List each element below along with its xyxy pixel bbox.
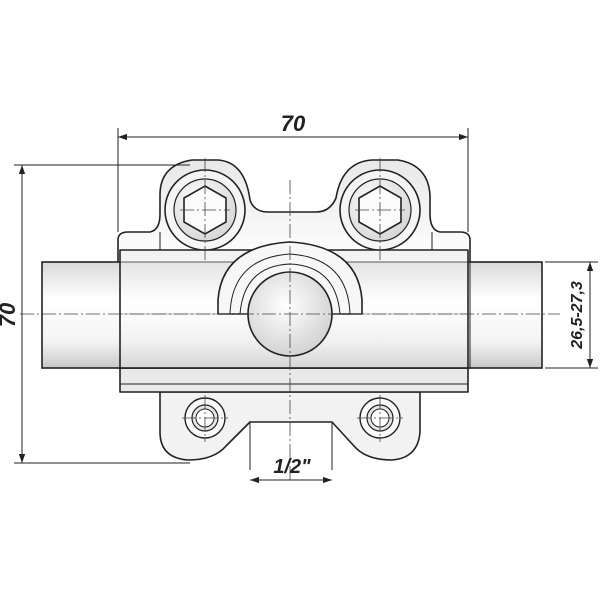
dimension-top-width: 70	[117, 111, 469, 232]
dimension-right-pipe-label: 26,5-27,3	[569, 281, 586, 350]
dimension-bottom-outlet: 1/2"	[250, 456, 332, 484]
dimension-left-height-label: 70	[0, 302, 20, 327]
dimension-right-pipe: 26,5-27,3	[545, 261, 598, 369]
dimension-left-height: 70	[0, 164, 190, 464]
center-lines	[20, 158, 560, 480]
base-plate	[119, 368, 469, 393]
dimension-bottom-outlet-label: 1/2"	[273, 456, 311, 478]
dimension-top-width-label: 70	[281, 111, 306, 136]
